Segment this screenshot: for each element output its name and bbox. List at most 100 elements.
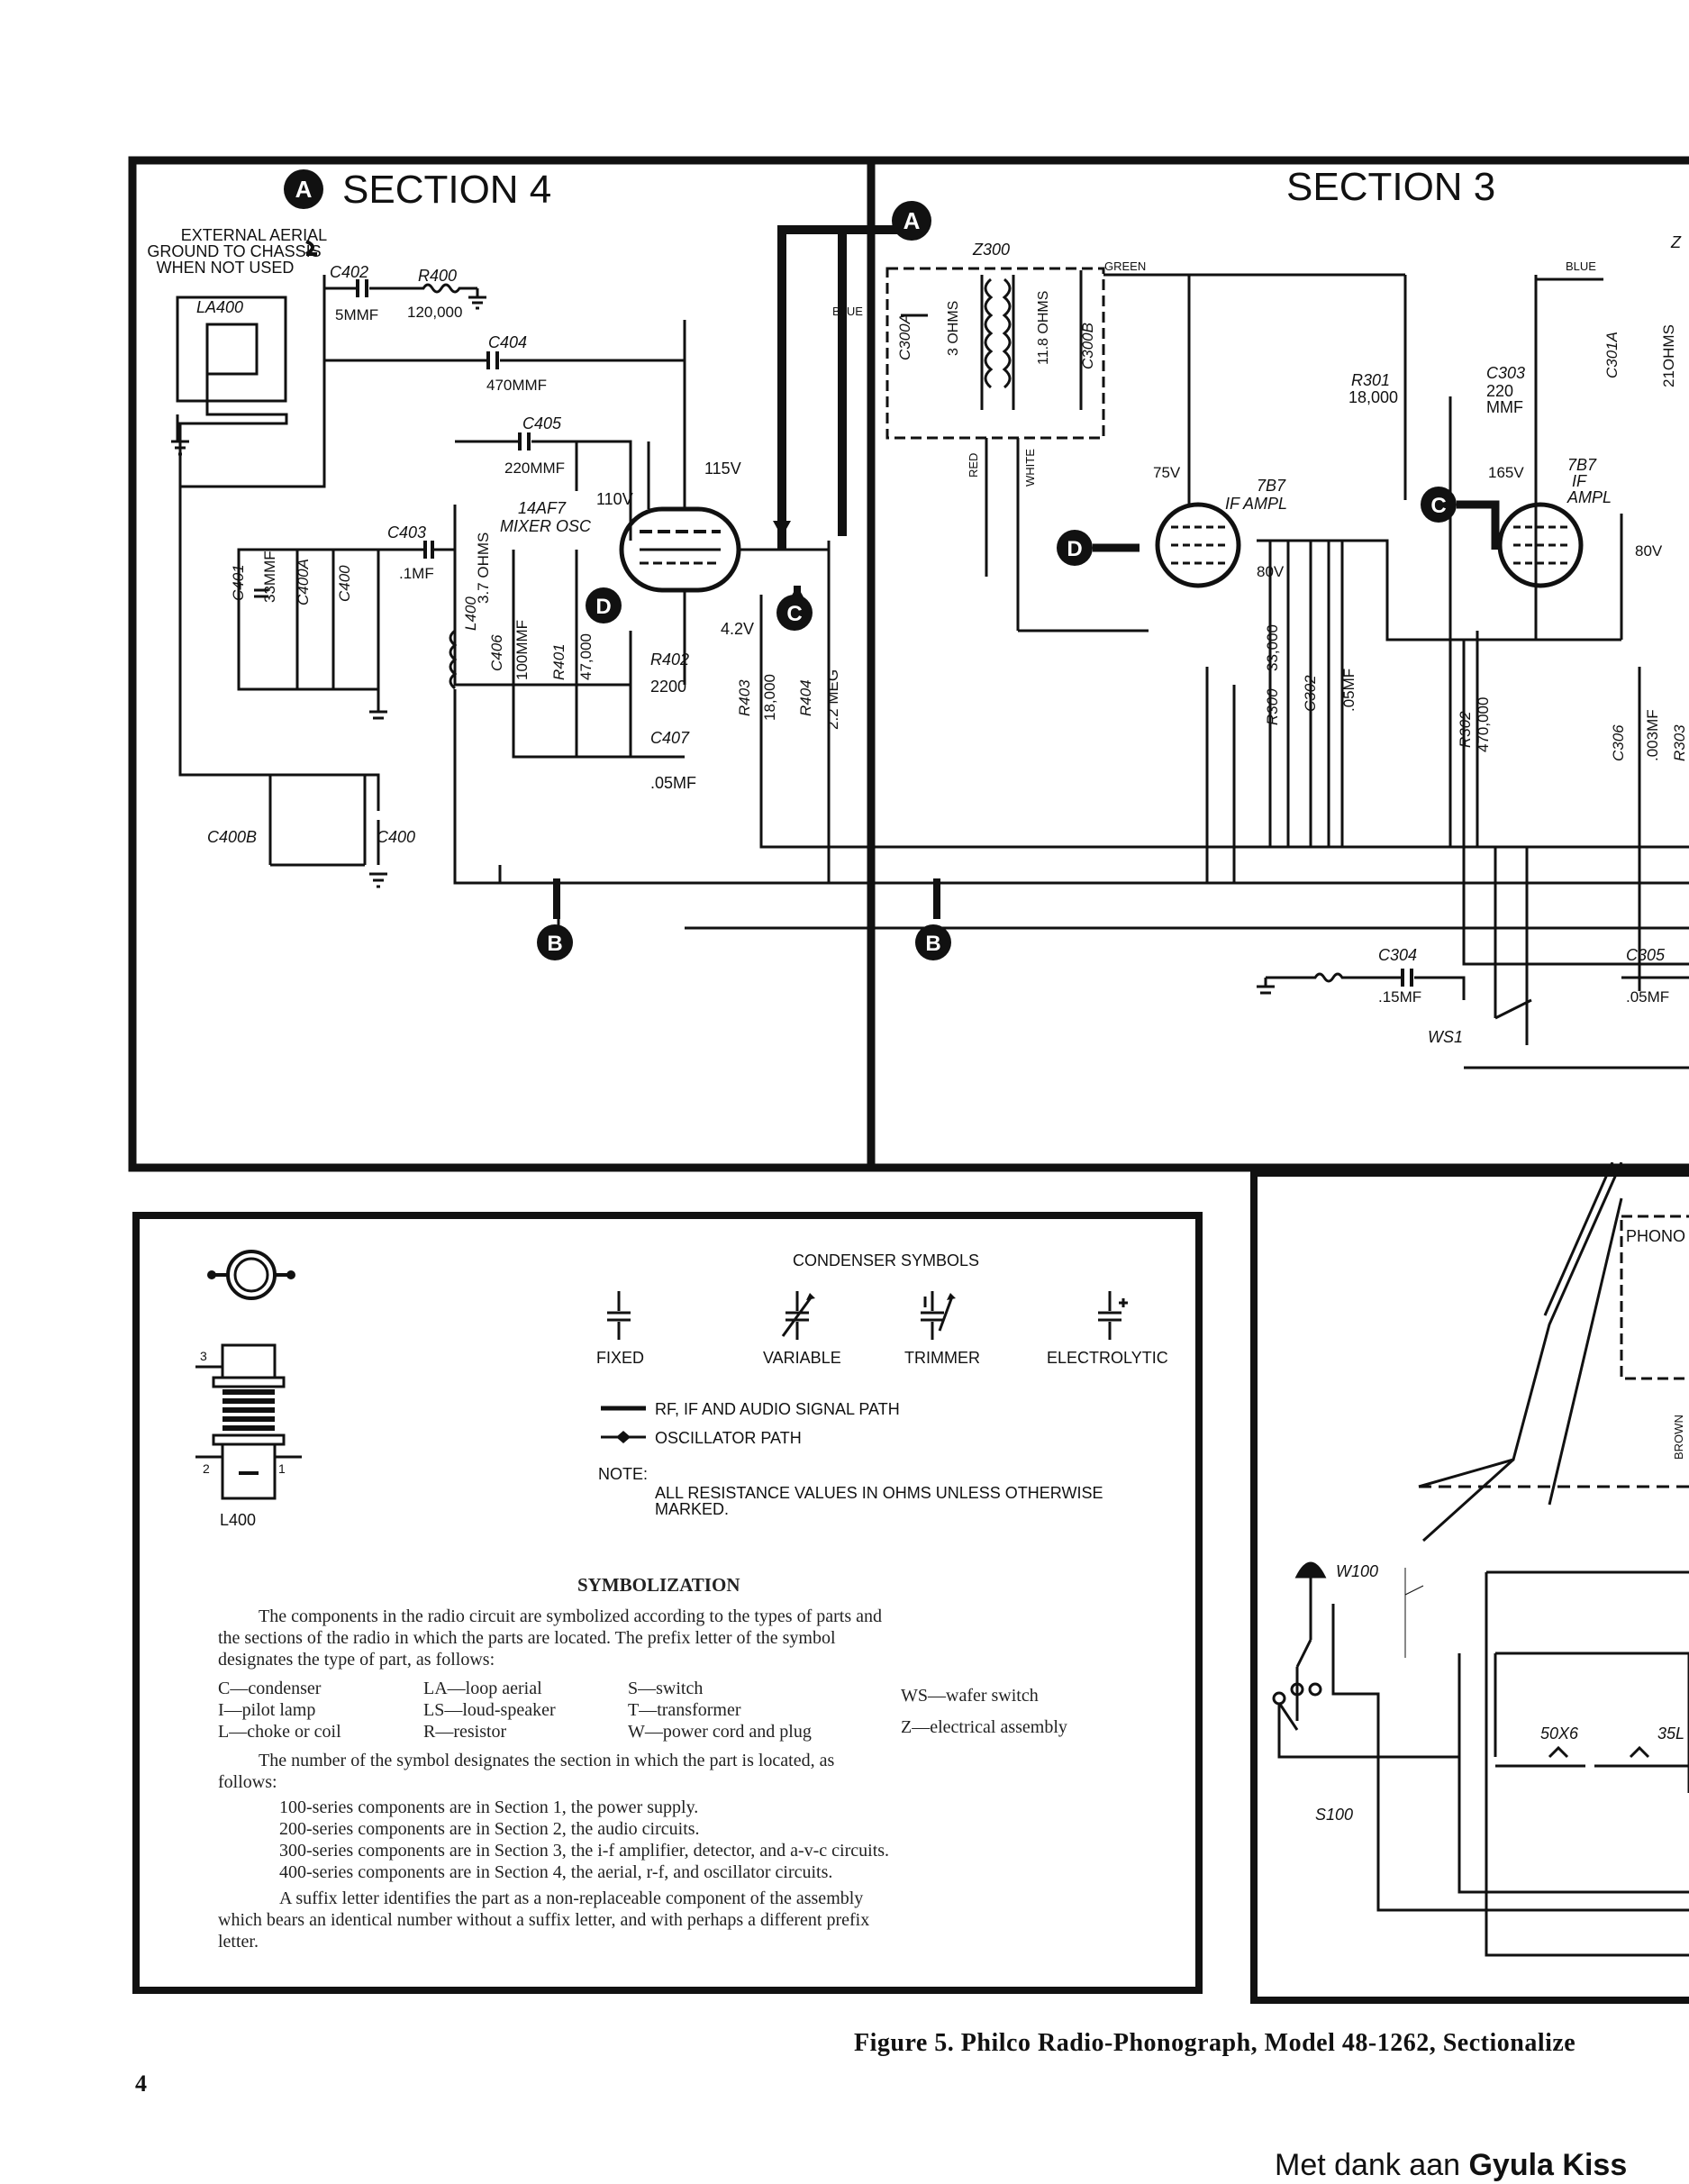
r300-label: R300 (1264, 688, 1281, 725)
v80b-label: 80V (1635, 542, 1663, 560)
coil-pin-2: 2 (203, 1461, 210, 1476)
marker-b-left: B (537, 924, 573, 960)
c406-label: C406 (488, 634, 505, 671)
tube3-type: 7B7 (1567, 456, 1597, 474)
credit-prefix: Met dank aan (1275, 2148, 1469, 2182)
v110-label: 110V (596, 490, 633, 508)
c402-label: C402 (330, 263, 368, 281)
z300-r1: 3 OHMS (946, 301, 961, 356)
signal-path-label: RF, IF AND AUDIO SIGNAL PATH (655, 1400, 900, 1418)
mixer-osc-tube (619, 506, 741, 593)
prefix-ws: WS—wafer switch (901, 1686, 1039, 1706)
c303-value1: 220 (1486, 382, 1513, 400)
condenser-title: CONDENSER SYMBOLS (793, 1251, 979, 1269)
schematic-top: A SECTION 4 SECTION 3 EXTERNAL AERIAL GR… (128, 156, 1689, 1172)
loop-aerial-label: LA400 (196, 298, 243, 316)
v75-label: 75V (1153, 464, 1181, 481)
svg-text:A: A (295, 176, 313, 203)
symbolization-title: SYMBOLIZATION (577, 1574, 740, 1596)
wire-brown: BROWN (1672, 1415, 1685, 1460)
v115-label: 115V (704, 460, 741, 478)
r401-label: R401 (550, 643, 568, 680)
svg-text:C: C (1430, 494, 1446, 518)
r404-label: R404 (797, 679, 814, 716)
tube35-label: 35L (1657, 1724, 1684, 1743)
marker-d-left: D (586, 587, 622, 623)
c400a-label: C400A (295, 559, 312, 605)
intro-line-2: the sections of the radio in which the p… (218, 1628, 836, 1648)
v165-label: 165V (1488, 464, 1524, 481)
tube2-type: 7B7 (1257, 477, 1286, 495)
r302-value: 470,000 (1475, 697, 1492, 752)
wire-red: RED (967, 453, 980, 478)
if-tube-2 (1497, 502, 1584, 588)
c405-label: C405 (522, 414, 562, 432)
prefix-w: W—power cord and plug (628, 1722, 812, 1742)
c302-value: .05MF (1340, 669, 1358, 712)
c300b-label: C300B (1079, 323, 1096, 369)
marker-c-left: C (776, 595, 813, 631)
r400-value: 120,000 (407, 304, 462, 321)
series-400: 400-series components are in Section 4, … (279, 1862, 833, 1882)
legend-l400-label: L400 (220, 1511, 256, 1529)
marker-a-top: A (284, 169, 323, 209)
c404-label: C404 (488, 333, 527, 351)
phono-label: PHONO (1626, 1227, 1685, 1245)
marker-b-right: B (915, 924, 951, 960)
intro-line-3: designates the type of part, as follows: (218, 1650, 495, 1670)
z300-label: Z300 (972, 241, 1010, 259)
prefix-s: S—switch (628, 1679, 704, 1698)
wire-green: GREEN (1104, 259, 1146, 273)
aerial-note-1: EXTERNAL AERIAL (181, 226, 327, 244)
credit-name: Gyula Kiss (1468, 2148, 1628, 2182)
coil-pin-1: 1 (278, 1461, 286, 1476)
c401-value: 33MMF (261, 551, 278, 603)
ws1-label: WS1 (1428, 1028, 1463, 1046)
z-partial-label: Z (1670, 233, 1682, 251)
prefix-z: Z—electrical assembly (901, 1717, 1067, 1737)
c400b-label: C400B (207, 828, 257, 846)
wire-white: WHITE (1023, 449, 1037, 487)
schematic-lower-right: PHONO W100 S100 50X6 35L BROWN (1250, 1162, 1689, 2004)
s100-label: S100 (1315, 1806, 1353, 1824)
svg-text:B: B (925, 932, 940, 956)
c300a-label: C300A (896, 314, 913, 360)
c303-value2: MMF (1486, 398, 1523, 416)
tube2-desc: IF AMPL (1225, 495, 1287, 513)
r404-value: 2.2 MEG (824, 669, 841, 730)
symbol-variable: VARIABLE (763, 1349, 841, 1367)
c403-value: .1MF (399, 565, 434, 582)
c304-label: C304 (1378, 946, 1417, 964)
c304-value: .15MF (1378, 988, 1421, 1006)
r301-label: R301 (1351, 371, 1390, 389)
tube3-desc2: AMPL (1566, 488, 1612, 506)
c302-label: C302 (1302, 675, 1319, 712)
symbol-fixed: FIXED (596, 1349, 644, 1367)
marker-d-right: D (1057, 530, 1093, 566)
svg-text:A: A (904, 207, 921, 234)
c403-label: C403 (387, 523, 426, 541)
z300-box (885, 267, 1105, 440)
osc-path-label: OSCILLATOR PATH (655, 1429, 802, 1447)
series-100: 100-series components are in Section 1, … (279, 1797, 699, 1817)
c301a-label: C301A (1603, 332, 1621, 378)
svg-text:D: D (1067, 537, 1082, 561)
credit-line: Met dank aan Gyula Kiss (1275, 2148, 1627, 2183)
series-200: 200-series components are in Section 2, … (279, 1819, 700, 1839)
if-tube-1 (1155, 502, 1241, 588)
c305-value: .05MF (1626, 988, 1669, 1006)
prefix-c: C—condenser (218, 1679, 322, 1698)
r402-value: 2200 (650, 678, 686, 696)
w100-label: W100 (1336, 1562, 1378, 1580)
c402-value: 5MMF (335, 306, 378, 323)
legend-frame: 3 2 1 L400 CONDENSER SYMBOLS FIXED VARIA… (132, 1212, 1203, 1994)
prefix-i: I—pilot lamp (218, 1700, 316, 1720)
c407-label: C407 (650, 729, 690, 747)
suffix-line-2: which bears an identical number without … (218, 1910, 870, 1930)
c404-value: 470MMF (486, 377, 547, 394)
svg-text:D: D (595, 595, 611, 619)
intro-line-1: The components in the radio circuit are … (259, 1606, 883, 1626)
r300-value: 33,000 (1264, 624, 1281, 671)
c400-label-bottom: C400 (377, 828, 415, 846)
l400-value: 3.7 OHMS (475, 532, 492, 604)
